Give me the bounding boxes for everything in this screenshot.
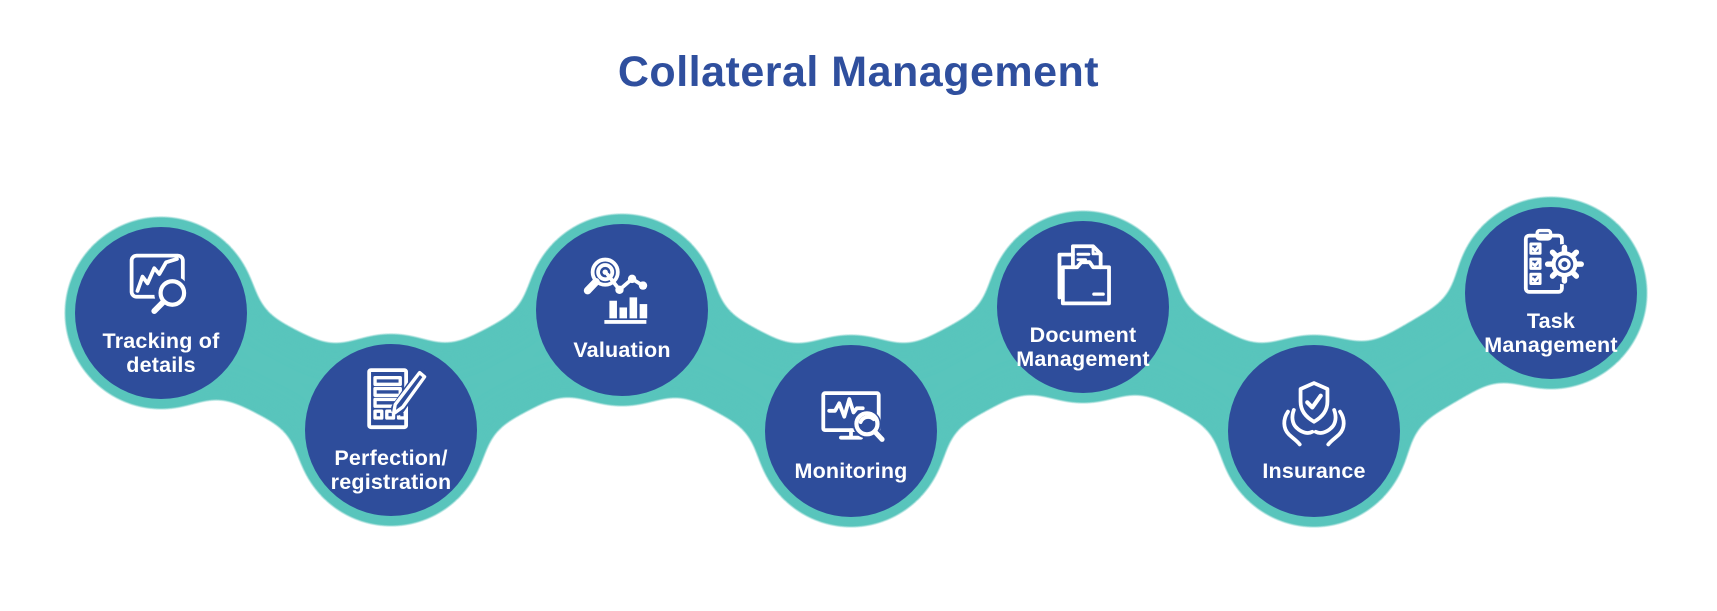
node-label: Task Management — [1484, 308, 1618, 357]
node-label: Monitoring — [794, 458, 908, 483]
node-label: Valuation — [573, 337, 671, 362]
document-pen-icon — [367, 367, 428, 429]
node-label: Document Management — [1016, 322, 1150, 371]
node-perfection-registration: Perfection/ registration — [305, 344, 477, 516]
node-monitoring: Monitoring — [765, 345, 937, 517]
folder-documents-icon — [1057, 244, 1111, 305]
hands-shield-check-icon — [1282, 381, 1346, 447]
node-tracking-of-details: Tracking of details — [75, 227, 247, 399]
monitor-pulse-magnifier-icon — [821, 391, 885, 442]
node-label: Tracking of details — [102, 328, 220, 377]
node-insurance: Insurance — [1228, 345, 1400, 517]
checklist-gear-icon — [1523, 228, 1585, 294]
node-valuation: Valuation — [536, 224, 708, 396]
node-task-management: Task Management — [1465, 207, 1637, 379]
node-document-management: Document Management — [997, 221, 1169, 393]
magnifier-bar-chart-icon — [583, 257, 648, 324]
node-label: Perfection/ registration — [330, 445, 452, 494]
diagram-title: Collateral Management — [617, 48, 1100, 96]
chart-magnifier-icon — [129, 253, 190, 314]
node-label: Insurance — [1262, 458, 1366, 483]
